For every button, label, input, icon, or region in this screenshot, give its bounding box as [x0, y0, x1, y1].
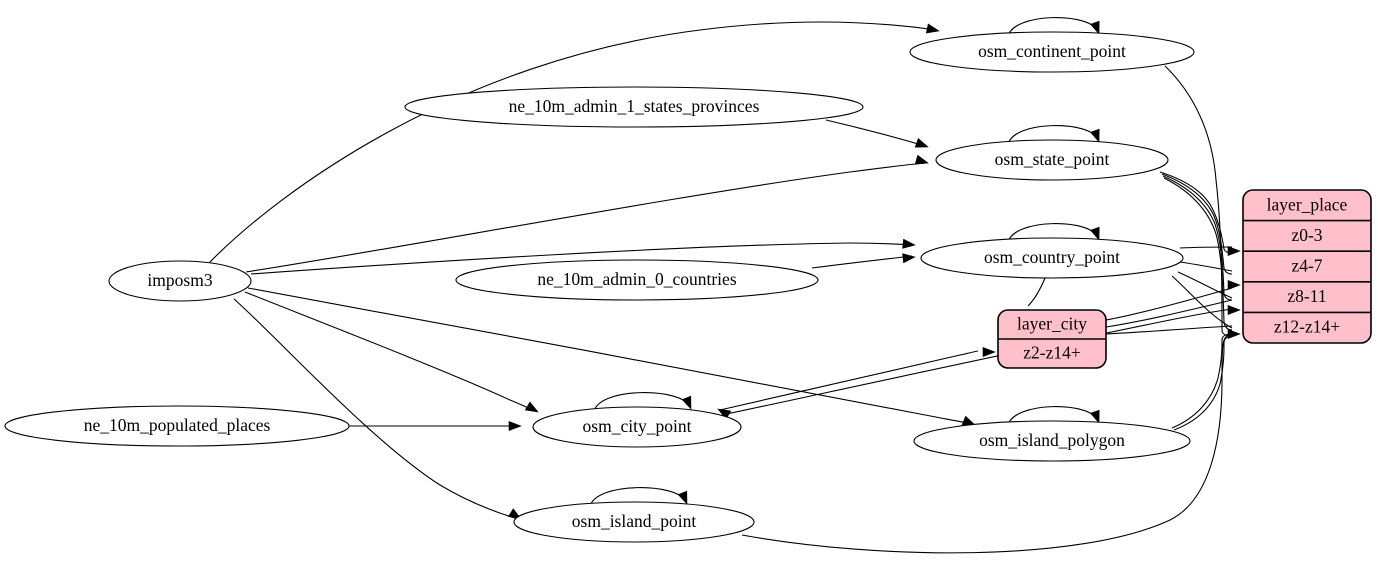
arrowhead-osm_country_point-in-ne — [902, 253, 916, 264]
edge-osm_country_point-to-layer_city — [1027, 277, 1046, 307]
edge-imposm3-to-osm_country_point — [250, 242, 913, 275]
arrowhead-osm_state_point-in-imposm3 — [914, 154, 929, 165]
node-label-imposm3: imposm3 — [147, 270, 212, 290]
node-shape-ne_countries — [455, 259, 819, 301]
node-label-ne_countries: ne_10m_admin_0_countries — [537, 269, 736, 289]
node-label-osm_island_polygon: osm_island_polygon — [979, 430, 1125, 450]
edge-osm_state_point-to-layer_place — [1159, 171, 1233, 254]
arrowhead-layer_place-row0 — [1227, 245, 1241, 257]
record-title-layer_city: layer_city — [1017, 314, 1087, 334]
node-osm_island_polygon[interactable]: osm_island_polygon — [913, 420, 1191, 462]
record-layer_place[interactable]: layer_place z0-3 z4-7 z8-11 z12-z14+ — [1242, 189, 1372, 344]
node-ne_populated[interactable]: ne_10m_populated_places — [4, 405, 350, 447]
edge-osm_country_point-to-layer_place — [1179, 261, 1233, 272]
node-osm_island_point[interactable]: osm_island_point — [513, 501, 755, 543]
edge-osm_continent_point-to-layer_place — [1164, 65, 1233, 337]
record-title-layer_place: layer_place — [1267, 194, 1348, 214]
edge-osm_island_polygon-to-layer_place — [1173, 335, 1233, 431]
arrowhead-osm_city_point-in-layercity — [717, 408, 732, 420]
node-label-osm_state_point: osm_state_point — [995, 149, 1110, 169]
edge-osm_city_point-to-layer_place — [721, 308, 1233, 416]
node-ne_countries[interactable]: ne_10m_admin_0_countries — [455, 259, 819, 301]
nodes-layer: imposm3 ne_10m_admin_1_states_provincesne… — [4, 31, 1195, 543]
node-ne_states[interactable]: ne_10m_admin_1_states_provinces — [404, 86, 864, 128]
record-row-layer_place-1[interactable]: z4-7 — [1291, 256, 1322, 276]
node-shape-osm_continent_point — [909, 31, 1195, 73]
arrowheads-layer — [507, 20, 1241, 520]
edge-osm_country_point-to-layer_place — [1177, 271, 1233, 299]
edge-osm_state_point-to-layer_place — [1162, 175, 1233, 301]
node-osm_country_point[interactable]: osm_country_point — [920, 237, 1184, 279]
edge-layer_city-to-layer_place — [1105, 287, 1233, 321]
edge-imposm3-to-osm_city_point — [244, 291, 536, 412]
node-shape-osm_island_point — [513, 501, 755, 543]
record-box-layer_place — [1242, 189, 1372, 344]
node-shape-imposm3 — [108, 260, 252, 302]
edges-layer — [207, 21, 1233, 554]
arrowhead-layer_place-row3 — [1227, 328, 1241, 340]
record-row-layer_place-3[interactable]: z12-z14+ — [1274, 317, 1340, 337]
arrowhead-osm_continent_point-self — [1090, 20, 1100, 35]
edge-osm_island_polygon-to-layer_place — [1171, 333, 1233, 429]
arrowhead-osm_state_point-self — [1090, 128, 1100, 143]
arrowhead-layer_city-in — [982, 346, 996, 358]
edge-imposm3-to-osm_state_point — [245, 162, 926, 273]
edge-osm_island_point-to-layer_place — [741, 333, 1233, 554]
arrowhead-osm_city_point-in-ne — [508, 420, 522, 432]
record-row-layer_city-0[interactable]: z2-z14+ — [1023, 343, 1081, 363]
node-imposm3[interactable]: imposm3 — [108, 260, 252, 302]
edge-imposm3-to-osm_continent_point — [207, 21, 938, 265]
node-label-osm_continent_point: osm_continent_point — [978, 41, 1126, 61]
record-layer_city[interactable]: layer_city z2-z14+ — [997, 309, 1107, 369]
arrowhead-osm_city_point-in-imposm3 — [524, 401, 539, 413]
node-osm_continent_point[interactable]: osm_continent_point — [909, 31, 1195, 73]
node-shape-ne_populated — [4, 405, 350, 447]
arrowhead-osm_city_point-self — [681, 395, 692, 410]
arrowhead-osm_country_point-in-imposm3 — [902, 238, 916, 249]
edge-imposm3-to-osm_island_point — [233, 298, 519, 520]
record-row-layer_place-2[interactable]: z8-11 — [1287, 286, 1326, 306]
node-label-ne_states: ne_10m_admin_1_states_provinces — [509, 96, 760, 116]
node-label-osm_country_point: osm_country_point — [984, 247, 1120, 267]
node-shape-osm_state_point — [935, 139, 1169, 181]
node-label-osm_city_point: osm_city_point — [583, 416, 692, 436]
node-shape-ne_states — [404, 86, 864, 128]
edge-layer_city-to-layer_place — [1105, 325, 1233, 335]
node-osm_state_point[interactable]: osm_state_point — [935, 139, 1169, 181]
arrowhead-osm_state_point-in-ne — [914, 138, 929, 148]
edge-imposm3-to-osm_island_polygon — [247, 287, 973, 425]
arrowhead-layer_place-row1 — [1227, 279, 1241, 291]
node-label-ne_populated: ne_10m_populated_places — [84, 415, 271, 435]
edge-osm_city_point-to-layer_city — [719, 350, 979, 411]
arrowhead-osm_continent_point-in — [925, 23, 940, 34]
edge-layer_city-to-layer_place — [1105, 299, 1233, 328]
node-shape-osm_city_point — [532, 406, 742, 448]
records-layer: layer_place z0-3 z4-7 z8-11 z12-z14+ layer_ci… — [997, 189, 1372, 369]
edge-osm_state_point-to-layer_place — [1163, 177, 1233, 331]
arrowhead-osm_island_polygon-self — [1090, 409, 1100, 424]
node-shape-osm_country_point — [920, 237, 1184, 279]
record-row-layer_place-0[interactable]: z0-3 — [1291, 225, 1322, 245]
node-shape-osm_island_polygon — [913, 420, 1191, 462]
arrowhead-layer_place-row2 — [1227, 304, 1241, 316]
edge-osm_state_point-to-layer_place — [1161, 173, 1233, 275]
node-label-osm_island_point: osm_island_point — [572, 511, 697, 531]
edge-ne_countries-to-osm_country_point — [811, 255, 913, 269]
arrowhead-osm_island_point-self — [677, 490, 688, 505]
arrowhead-osm_country_point-self — [1090, 226, 1100, 241]
node-osm_city_point[interactable]: osm_city_point — [532, 406, 742, 448]
edge-ne_states-to-osm_state_point — [825, 119, 926, 147]
edge-osm_country_point-to-layer_place — [1171, 275, 1233, 329]
